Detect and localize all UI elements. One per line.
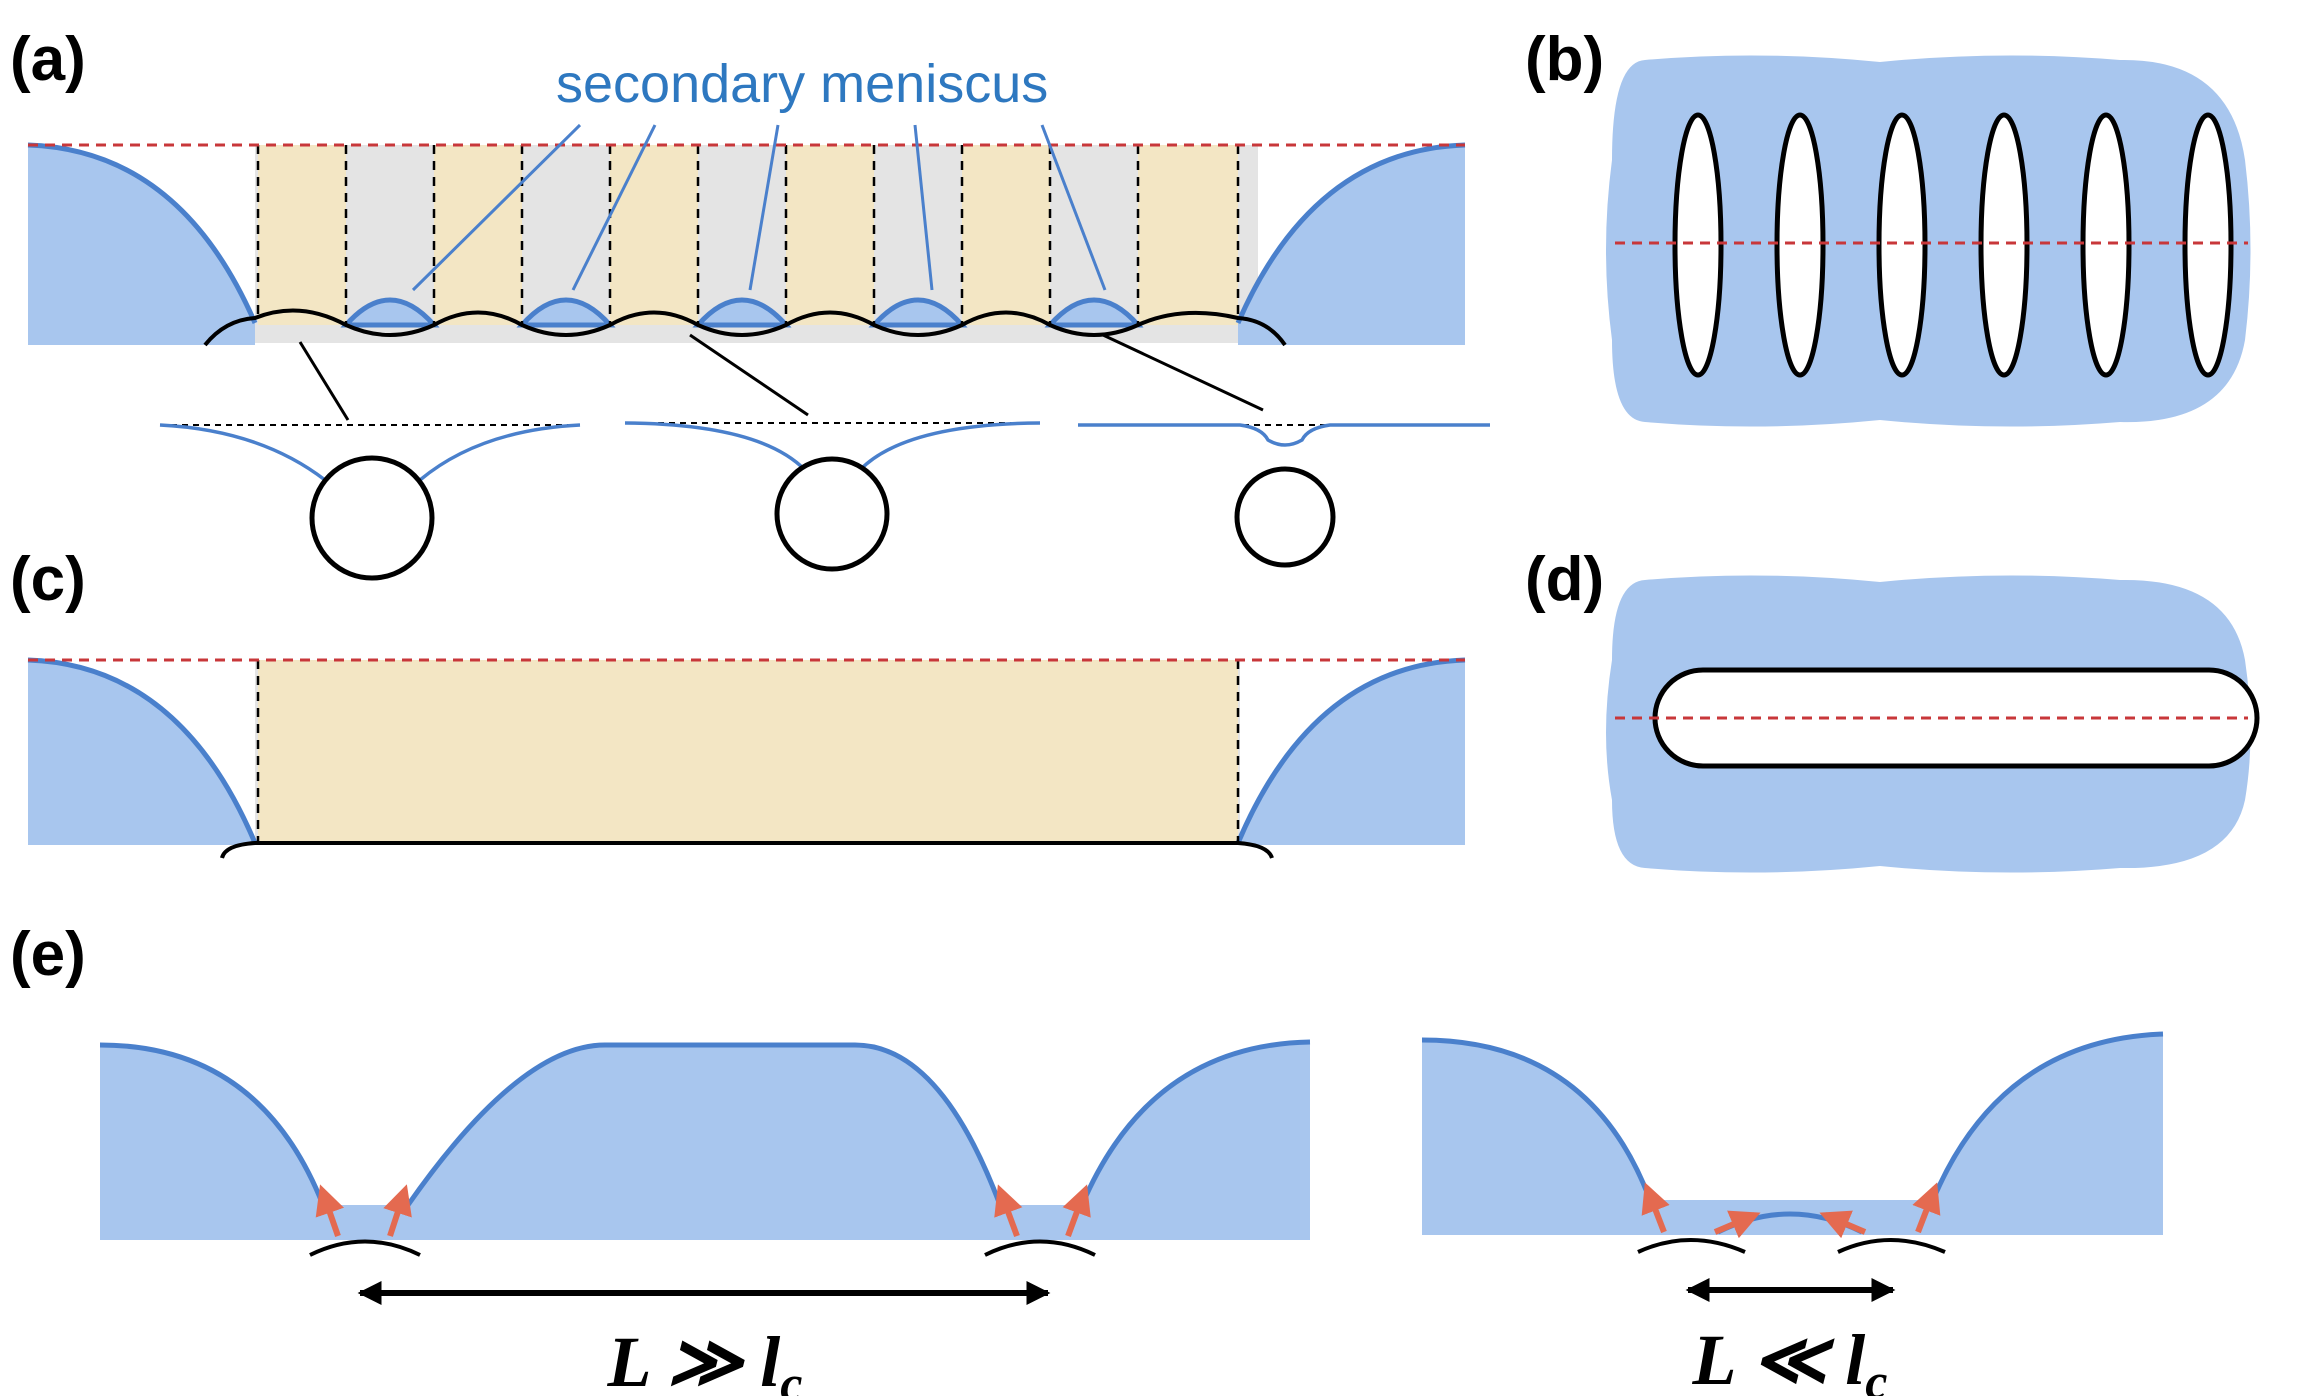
zone-separators [256, 660, 1240, 842]
fiber-ellipse [1978, 112, 2030, 378]
tan-zone [610, 145, 698, 325]
inset-fiber-small [1078, 423, 1490, 568]
left-liquid [28, 660, 255, 845]
secondary-meniscus-annotation: secondary meniscus [556, 54, 1048, 114]
fiber-circle [774, 456, 890, 572]
panel-d-label: (d) [1525, 545, 1604, 614]
fiber-ellipse [2080, 112, 2132, 378]
secondary-meniscus [868, 297, 968, 328]
left-liquid [28, 145, 255, 345]
right-liquid [1238, 145, 1465, 345]
tan-zone [434, 145, 522, 325]
panel-d: (d) [1525, 545, 2260, 873]
panel-e-left: L ≫ lc [99, 1039, 1311, 1396]
panel-c: (c) [10, 545, 1466, 859]
fiber-ellipses [1672, 112, 2234, 378]
fiber-ellipse [1672, 112, 1724, 378]
trough-zones [255, 145, 1258, 343]
annotation-leaders [411, 123, 1107, 292]
fiber-arc [1637, 1238, 1746, 1254]
secondary-meniscus [1044, 297, 1144, 328]
tan-zone [258, 145, 346, 325]
panel-b-label: (b) [1525, 25, 1604, 94]
right-meniscus [1930, 1031, 2164, 1201]
fiber-ellipse [1774, 112, 1826, 378]
wavy-substrate [203, 308, 1287, 347]
right-liquid [1238, 660, 1465, 845]
fiber-arc [1837, 1238, 1946, 1254]
fiber-circle [309, 455, 435, 581]
flat-substrate [220, 841, 1274, 859]
fiber-ellipse [2182, 112, 2234, 378]
left-meniscus [27, 142, 258, 324]
panel-a-label: (a) [10, 25, 86, 94]
contact-angle-arrows [315, 1184, 1091, 1238]
panel-e-label: (e) [10, 920, 86, 989]
panel-a: (a) [10, 25, 1490, 581]
relation-small: L ≪ lc [1692, 1320, 1888, 1396]
zone-separators [256, 145, 1240, 325]
left-meniscus [1421, 1037, 1653, 1201]
secondary-meniscus [516, 297, 616, 328]
tan-zone [1138, 145, 1238, 325]
fiber-ellipse [1876, 112, 1928, 378]
tan-zone [786, 145, 874, 325]
panel-b: (b) [1525, 25, 2251, 427]
secondary-menisci [340, 297, 1144, 328]
contact-angle-arrows [1641, 1182, 1941, 1239]
panel-c-label: (c) [10, 545, 86, 614]
panel-e-right: L ≪ lc [1421, 1031, 2164, 1396]
relation-large: L ≫ lc [607, 1322, 803, 1396]
panel-e: (e) L ≫ lc [10, 920, 2164, 1396]
fiber-arc [984, 1239, 1096, 1257]
callout-lines [298, 333, 1264, 421]
secondary-meniscus [692, 297, 792, 328]
secondary-meniscus [340, 297, 440, 328]
right-meniscus [1079, 1039, 1311, 1206]
central-meniscus [405, 1042, 1003, 1207]
inset-fiber-large [159, 423, 581, 581]
left-meniscus [99, 1042, 326, 1206]
fiber-arc [309, 1239, 421, 1257]
tan-zone [962, 145, 1050, 325]
right-meniscus [1235, 142, 1466, 324]
tan-zone [258, 660, 1238, 845]
inset-fiber-medium [624, 421, 1041, 572]
left-meniscus [27, 657, 258, 844]
fiber-circle [1234, 466, 1336, 568]
right-meniscus [1235, 657, 1466, 844]
